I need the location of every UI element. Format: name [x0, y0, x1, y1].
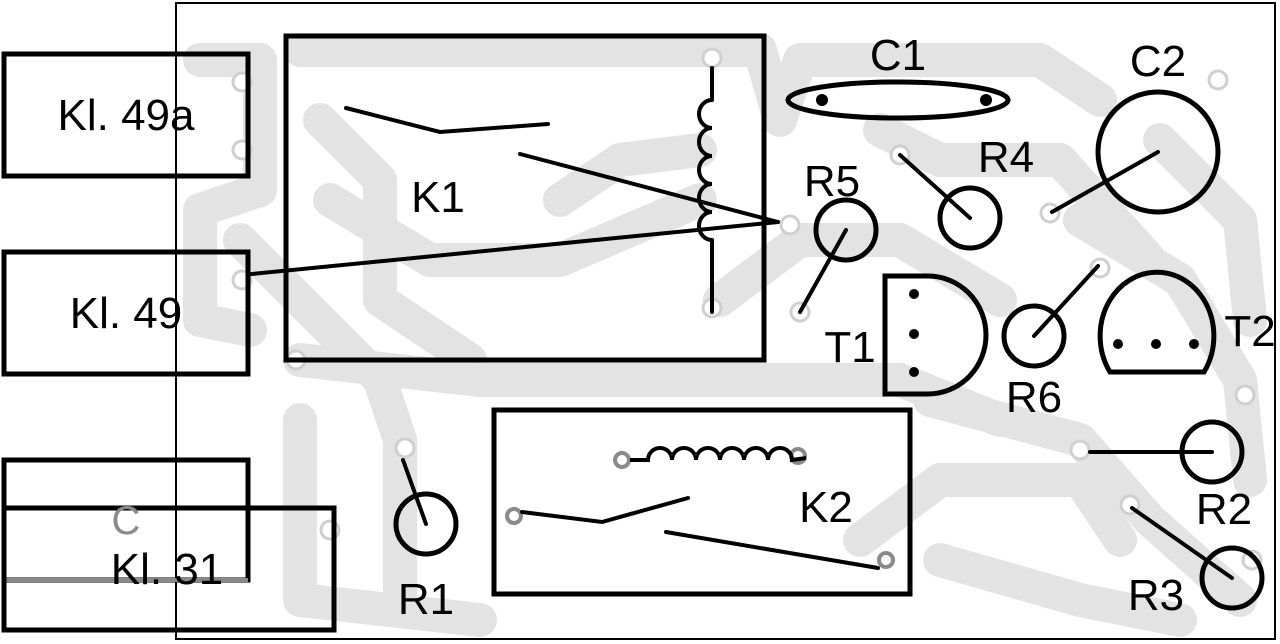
- resistor-r4-label: R4: [978, 133, 1034, 182]
- relay-k1: K1: [250, 33, 780, 363]
- terminal-kl49a: Kl. 49a: [1, 51, 251, 179]
- transistor-t2-label: T2: [1224, 307, 1275, 356]
- capacitor-c1: C1: [785, 31, 1011, 121]
- resistor-r3-label: R3: [1128, 571, 1184, 620]
- terminal-kl49a-label: Kl. 49a: [58, 91, 196, 140]
- resistor-r5-label: R5: [804, 157, 860, 206]
- terminal-c-label: C: [112, 499, 141, 543]
- pads: [231, 47, 1263, 571]
- relay-k2: K2: [491, 407, 913, 597]
- resistor-r3: R3: [1128, 506, 1265, 620]
- transistor-t1-label: T1: [824, 323, 875, 372]
- resistor-r1-label: R1: [398, 575, 454, 624]
- transistor-t1: T1: [824, 273, 989, 397]
- relay-k2-label: K2: [799, 483, 853, 532]
- resistor-r6: R6: [1001, 264, 1100, 422]
- capacitor-c2-label: C2: [1130, 37, 1186, 86]
- relay-k1-label: K1: [411, 173, 465, 222]
- resistor-r6-label: R6: [1006, 373, 1062, 422]
- terminal-kl31-label: Kl. 31: [111, 545, 224, 594]
- transistor-t2: T2: [1097, 269, 1276, 375]
- resistor-r5: R5: [798, 157, 879, 314]
- terminal-kl31: C Kl. 31: [1, 457, 337, 633]
- k1-coil-icon: [697, 98, 713, 242]
- terminal-kl49-label: Kl. 49: [70, 289, 183, 338]
- resistor-r1: R1: [393, 458, 459, 624]
- resistor-r2: R2: [1088, 419, 1252, 534]
- resistor-r2-label: R2: [1196, 485, 1252, 534]
- capacitor-c1-label: C1: [870, 31, 926, 80]
- k2-coil-icon: [630, 446, 807, 463]
- copper-traces: [183, 33, 1267, 637]
- capacitor-c2: C2: [1050, 37, 1221, 215]
- terminal-kl49: Kl. 49: [1, 249, 251, 377]
- resistor-r4: R4: [898, 133, 1034, 251]
